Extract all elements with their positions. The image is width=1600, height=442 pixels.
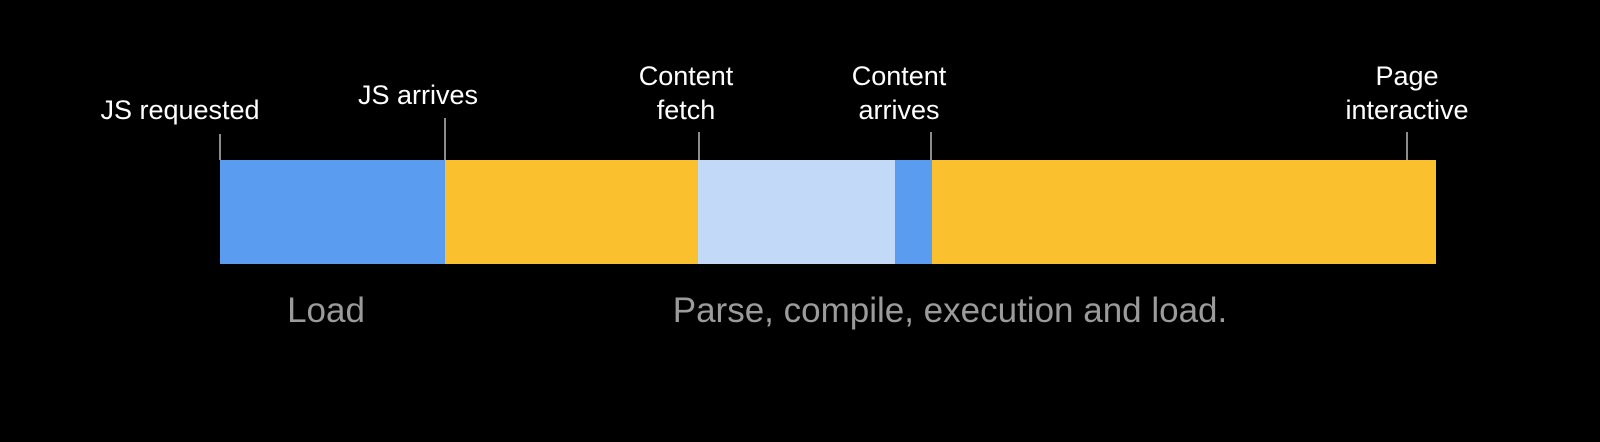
bar-segment-content-load: [895, 160, 932, 264]
marker-label-content-fetch: Content fetch: [638, 61, 734, 125]
bar-segment-js-parse-compile: [445, 160, 698, 264]
phase-caption-parse: Parse, compile, execution and load.: [672, 291, 1228, 330]
marker-label-js-requested: JS requested: [100, 95, 260, 125]
marker-label-page-interactive: Page interactive: [1345, 61, 1469, 125]
marker-label-content-arrives: Content arrives: [851, 61, 947, 125]
marker-label-js-arrives: JS arrives: [357, 80, 479, 110]
tick-line-js-requested: [219, 134, 221, 160]
tick-line-content-arrives: [930, 132, 932, 160]
timeline-bar: [220, 160, 1436, 264]
tick-line-content-fetch: [698, 132, 700, 160]
bar-segment-execution-and-load: [932, 160, 1436, 264]
phase-caption-load: Load: [287, 291, 365, 330]
bar-segment-content-fetch-wait: [698, 160, 895, 264]
bar-segment-js-load: [220, 160, 445, 264]
tick-line-js-arrives: [444, 118, 446, 160]
tick-line-page-interactive: [1406, 132, 1408, 160]
